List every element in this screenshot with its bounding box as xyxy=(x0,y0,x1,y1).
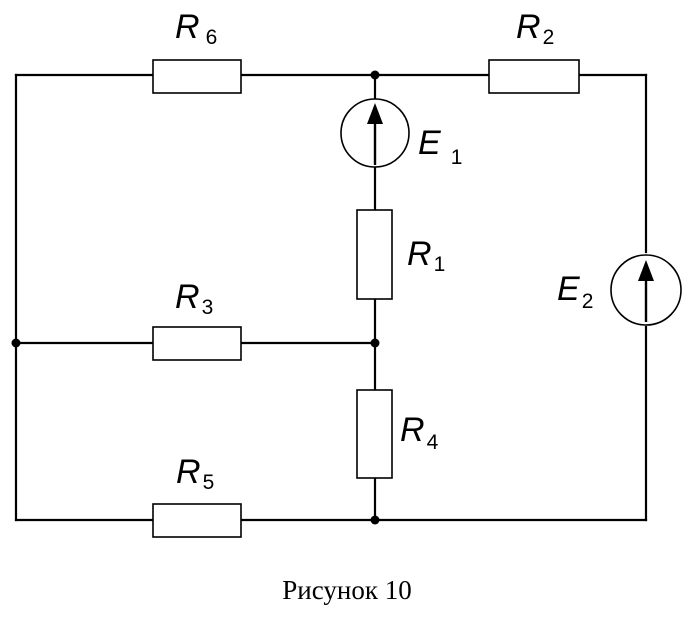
node-bottom-center xyxy=(370,515,380,525)
wires xyxy=(14,73,648,522)
resistor-r4 xyxy=(356,389,393,479)
node-left-middle xyxy=(11,338,21,348)
node-top-center xyxy=(370,70,380,80)
source-e2 xyxy=(610,254,682,326)
figure-caption: Рисунок 10 xyxy=(282,575,412,605)
label-r1: R1 xyxy=(407,235,445,276)
node-center-middle xyxy=(370,338,380,348)
label-r5: R5 xyxy=(176,453,214,494)
source-e2-arrow-icon xyxy=(638,260,654,281)
label-r4: R4 xyxy=(400,411,439,454)
source-e1 xyxy=(340,98,410,168)
label-r3: R3 xyxy=(175,278,213,319)
source-e1-arrow-icon xyxy=(367,103,383,124)
resistor-r2 xyxy=(488,59,580,94)
resistor-r1 xyxy=(356,209,393,300)
resistor-r5 xyxy=(152,503,242,538)
resistor-r6 xyxy=(152,59,242,94)
label-r2: R2 xyxy=(516,8,554,49)
label-e2: E2 xyxy=(557,270,593,313)
resistor-r3 xyxy=(152,326,242,361)
